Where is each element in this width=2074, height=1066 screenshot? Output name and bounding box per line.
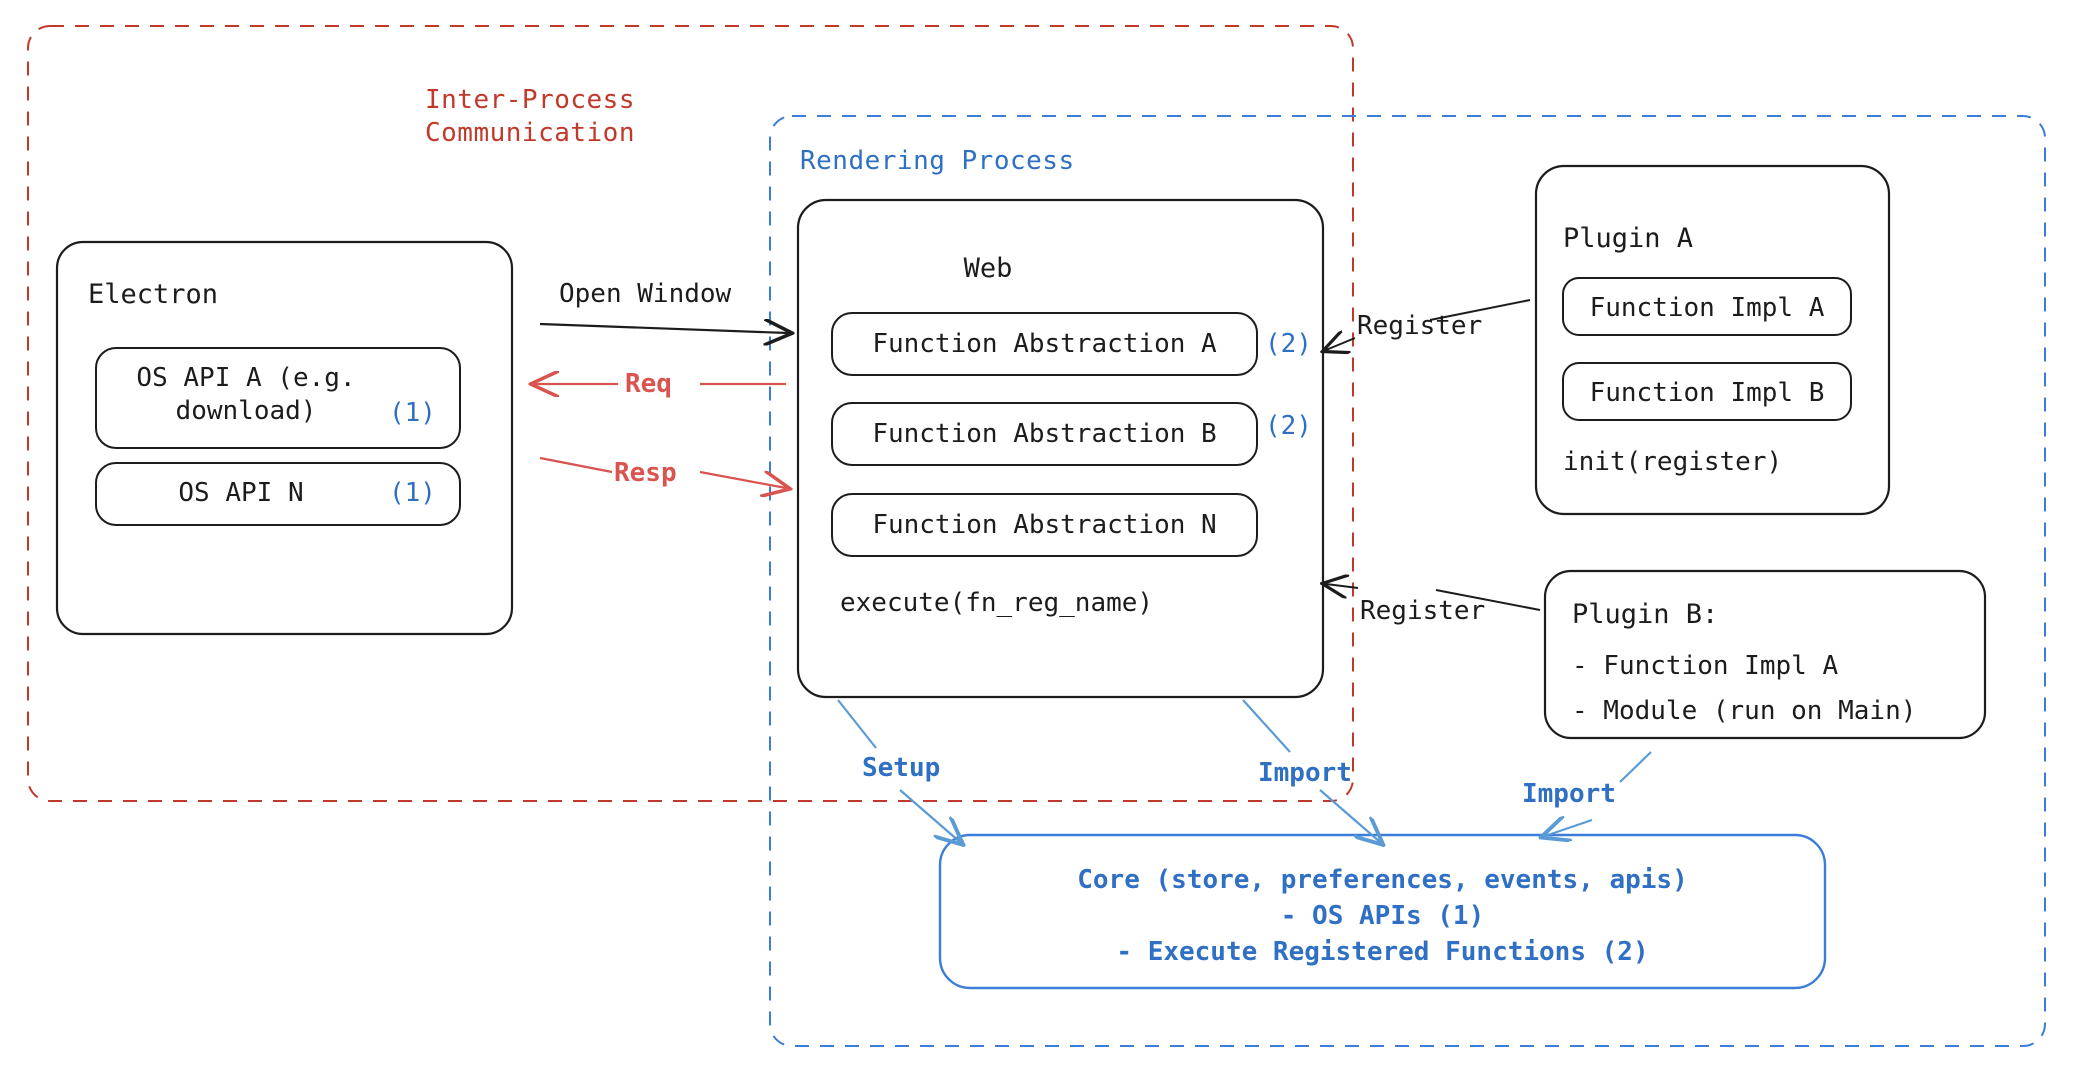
edge-label-resp: Resp [614,458,677,488]
edge-label-import-web: Import [1258,758,1352,788]
edge-import-web [1242,699,1291,753]
function-impl-b-label: Function Impl B [1589,378,1825,408]
web-footer-execute: execute(fn_reg_name) [840,588,1154,618]
edge-label-req: Req [625,369,672,399]
edge-label-register-a: Register [1357,311,1483,341]
plugin-a-title: Plugin A [1563,223,1694,254]
plugin-b-line-2: - Module (run on Main) [1572,696,1917,726]
core-line-3: - Execute Registered Functions (2) [1116,937,1649,967]
edge-label-register-b: Register [1360,596,1486,626]
edge-import-plugin-b [1619,751,1652,783]
core-line-1: Core (store, preferences, events, apis) [1077,865,1688,895]
function-impl-a-label: Function Impl A [1589,293,1825,323]
plugin-b-line-1: - Function Impl A [1572,651,1839,681]
os-api-n-marker: (1) [389,478,436,508]
os-api-a-label: OS API A (e.g. download) [136,363,356,427]
web-title: Web [963,253,1013,284]
function-abstraction-b-label: Function Abstraction B [872,419,1217,449]
edge-resp [539,456,613,474]
ipc-group-label: Inter-Process Communication [425,85,635,149]
core-line-2: - OS APIs (1) [1280,901,1485,931]
edge-label-import-plugin-b: Import [1522,779,1616,809]
os-api-n-label: OS API N [178,478,304,508]
edge-label-setup: Setup [862,753,941,783]
function-abstraction-a-label: Function Abstraction A [872,329,1217,359]
plugin-a-footer-init: init(register) [1563,447,1783,477]
edge-label-open-window: Open Window [559,279,732,309]
electron-title: Electron [88,279,219,310]
function-abstraction-b-marker: (2) [1265,411,1312,441]
plugin-b-title: Plugin B: [1572,599,1719,630]
edge-open-window [539,324,788,333]
function-abstraction-a-marker: (2) [1265,329,1312,359]
edge-setup [837,699,877,749]
rendering-group-label: Rendering Process [800,146,1075,176]
os-api-a-marker: (1) [389,398,436,428]
function-abstraction-n-label: Function Abstraction N [872,510,1217,540]
